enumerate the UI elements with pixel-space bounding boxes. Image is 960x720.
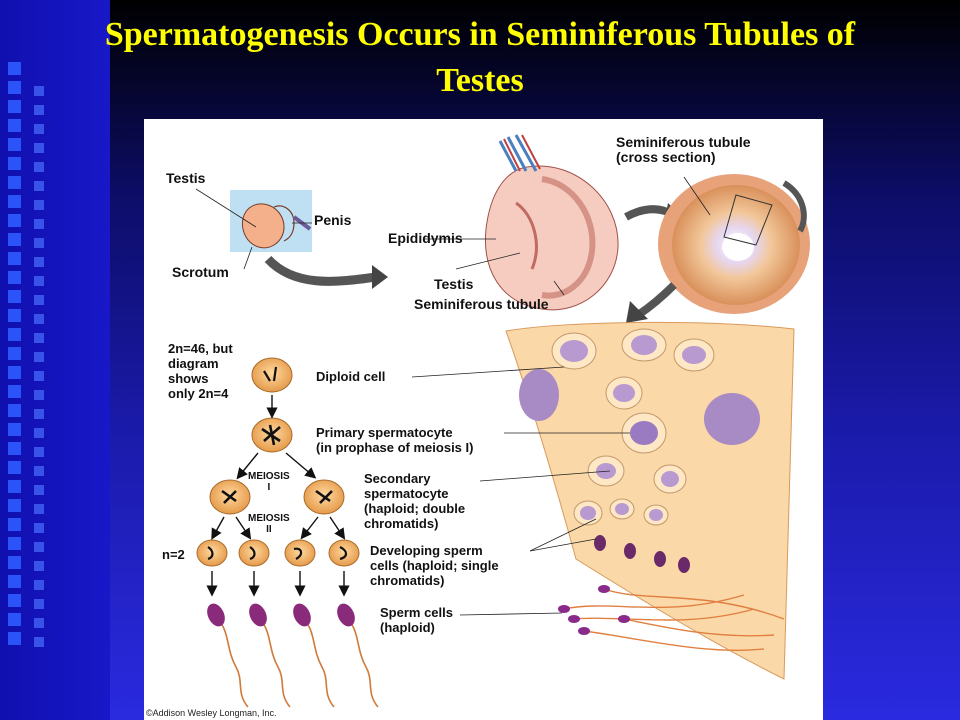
label-sperm-cells: Sperm cells (haploid) — [380, 605, 453, 635]
label-testis-mid: Testis — [434, 276, 474, 292]
label-diploid-cell: Diploid cell — [316, 369, 386, 384]
tubule-cross-section — [658, 174, 810, 314]
spermatogenesis-figure: Testis Penis Scrotum Seminiferous tubule… — [144, 119, 823, 720]
copyright-credit: ©Addison Wesley Longman, Inc. — [146, 708, 277, 718]
decorative-squares-secondary — [34, 86, 50, 656]
label-seminiferous-tubule: Seminiferous tubule — [414, 296, 549, 312]
meiosis-cells — [196, 357, 360, 567]
sperm-heads-wedge — [558, 585, 630, 635]
slide-title: Spermatogenesis Occurs in Seminiferous T… — [104, 16, 856, 99]
label-scrotum: Scrotum — [172, 264, 229, 280]
tubule-wall-wedge — [505, 321, 795, 680]
stage-arrows — [206, 395, 350, 597]
body-diagram — [230, 190, 312, 252]
label-primary-spermatocyte: Primary spermatocyte (in prophase of mei… — [316, 425, 474, 455]
label-epididymis: Epididymis — [388, 230, 463, 246]
label-secondary-spermatocyte: Secondary spermatocyte (haploid; double … — [364, 471, 466, 531]
figure-illustration — [195, 134, 810, 708]
label-seminiferous-tubule-cross-section: Seminiferous tubule (cross section) — [616, 134, 751, 165]
label-meiosis-2: MEIOSIS II — [248, 513, 290, 535]
testis-section — [484, 134, 619, 311]
mature-sperm — [207, 603, 379, 708]
sperm-tails-wedge — [563, 588, 785, 652]
label-developing-sperm: Developing sperm cells (haploid; single … — [370, 543, 499, 588]
label-testis-top: Testis — [166, 170, 206, 186]
label-n-equals-2: n=2 — [162, 547, 185, 562]
label-penis: Penis — [314, 212, 352, 228]
decorative-squares — [8, 62, 28, 651]
label-chromosome-note: 2n=46, but diagram shows only 2n=4 — [168, 341, 233, 401]
label-meiosis-1: MEIOSIS I — [248, 471, 290, 493]
